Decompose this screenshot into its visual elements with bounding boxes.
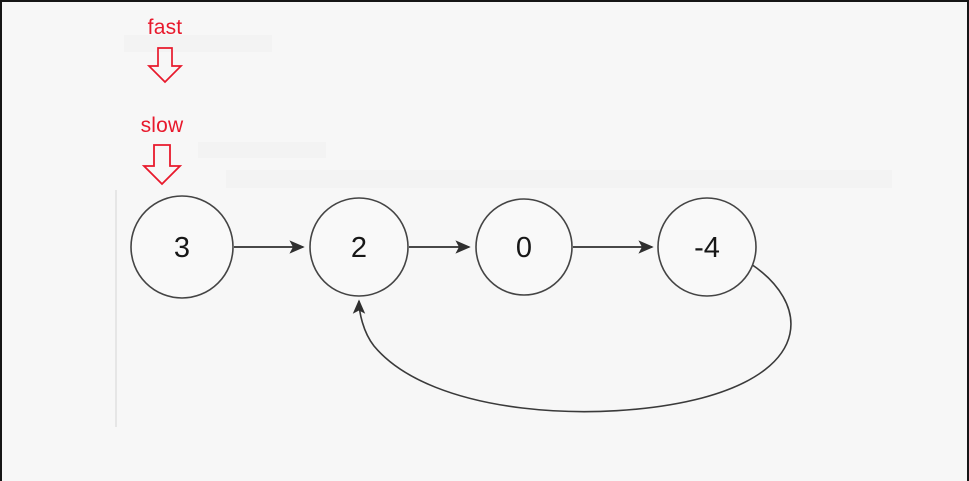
annotation-fast: fast xyxy=(122,16,208,90)
edge-minus4-to-2-cycle xyxy=(352,263,792,413)
down-arrow-icon xyxy=(122,42,208,90)
node-circle xyxy=(657,197,757,297)
down-arrow-icon xyxy=(116,140,208,192)
vertical-divider xyxy=(115,190,117,427)
annotation-slow: slow xyxy=(116,114,208,192)
node-value: 2 xyxy=(351,232,367,264)
background-artifact-band xyxy=(226,170,892,188)
node-2[interactable]: 2 xyxy=(309,197,409,297)
node-circle xyxy=(130,195,234,299)
node-circle xyxy=(309,197,409,297)
node-minus-4[interactable]: -4 xyxy=(657,197,757,297)
node-0[interactable]: 0 xyxy=(475,198,573,296)
node-value: 3 xyxy=(174,232,190,264)
node-value: -4 xyxy=(694,232,720,264)
annotation-fast-label: fast xyxy=(147,16,183,39)
background-artifact-mid xyxy=(198,142,326,158)
node-value: 0 xyxy=(516,232,532,264)
node-circle xyxy=(475,198,573,296)
annotation-slow-label: slow xyxy=(140,114,184,137)
node-3[interactable]: 3 xyxy=(130,195,234,299)
